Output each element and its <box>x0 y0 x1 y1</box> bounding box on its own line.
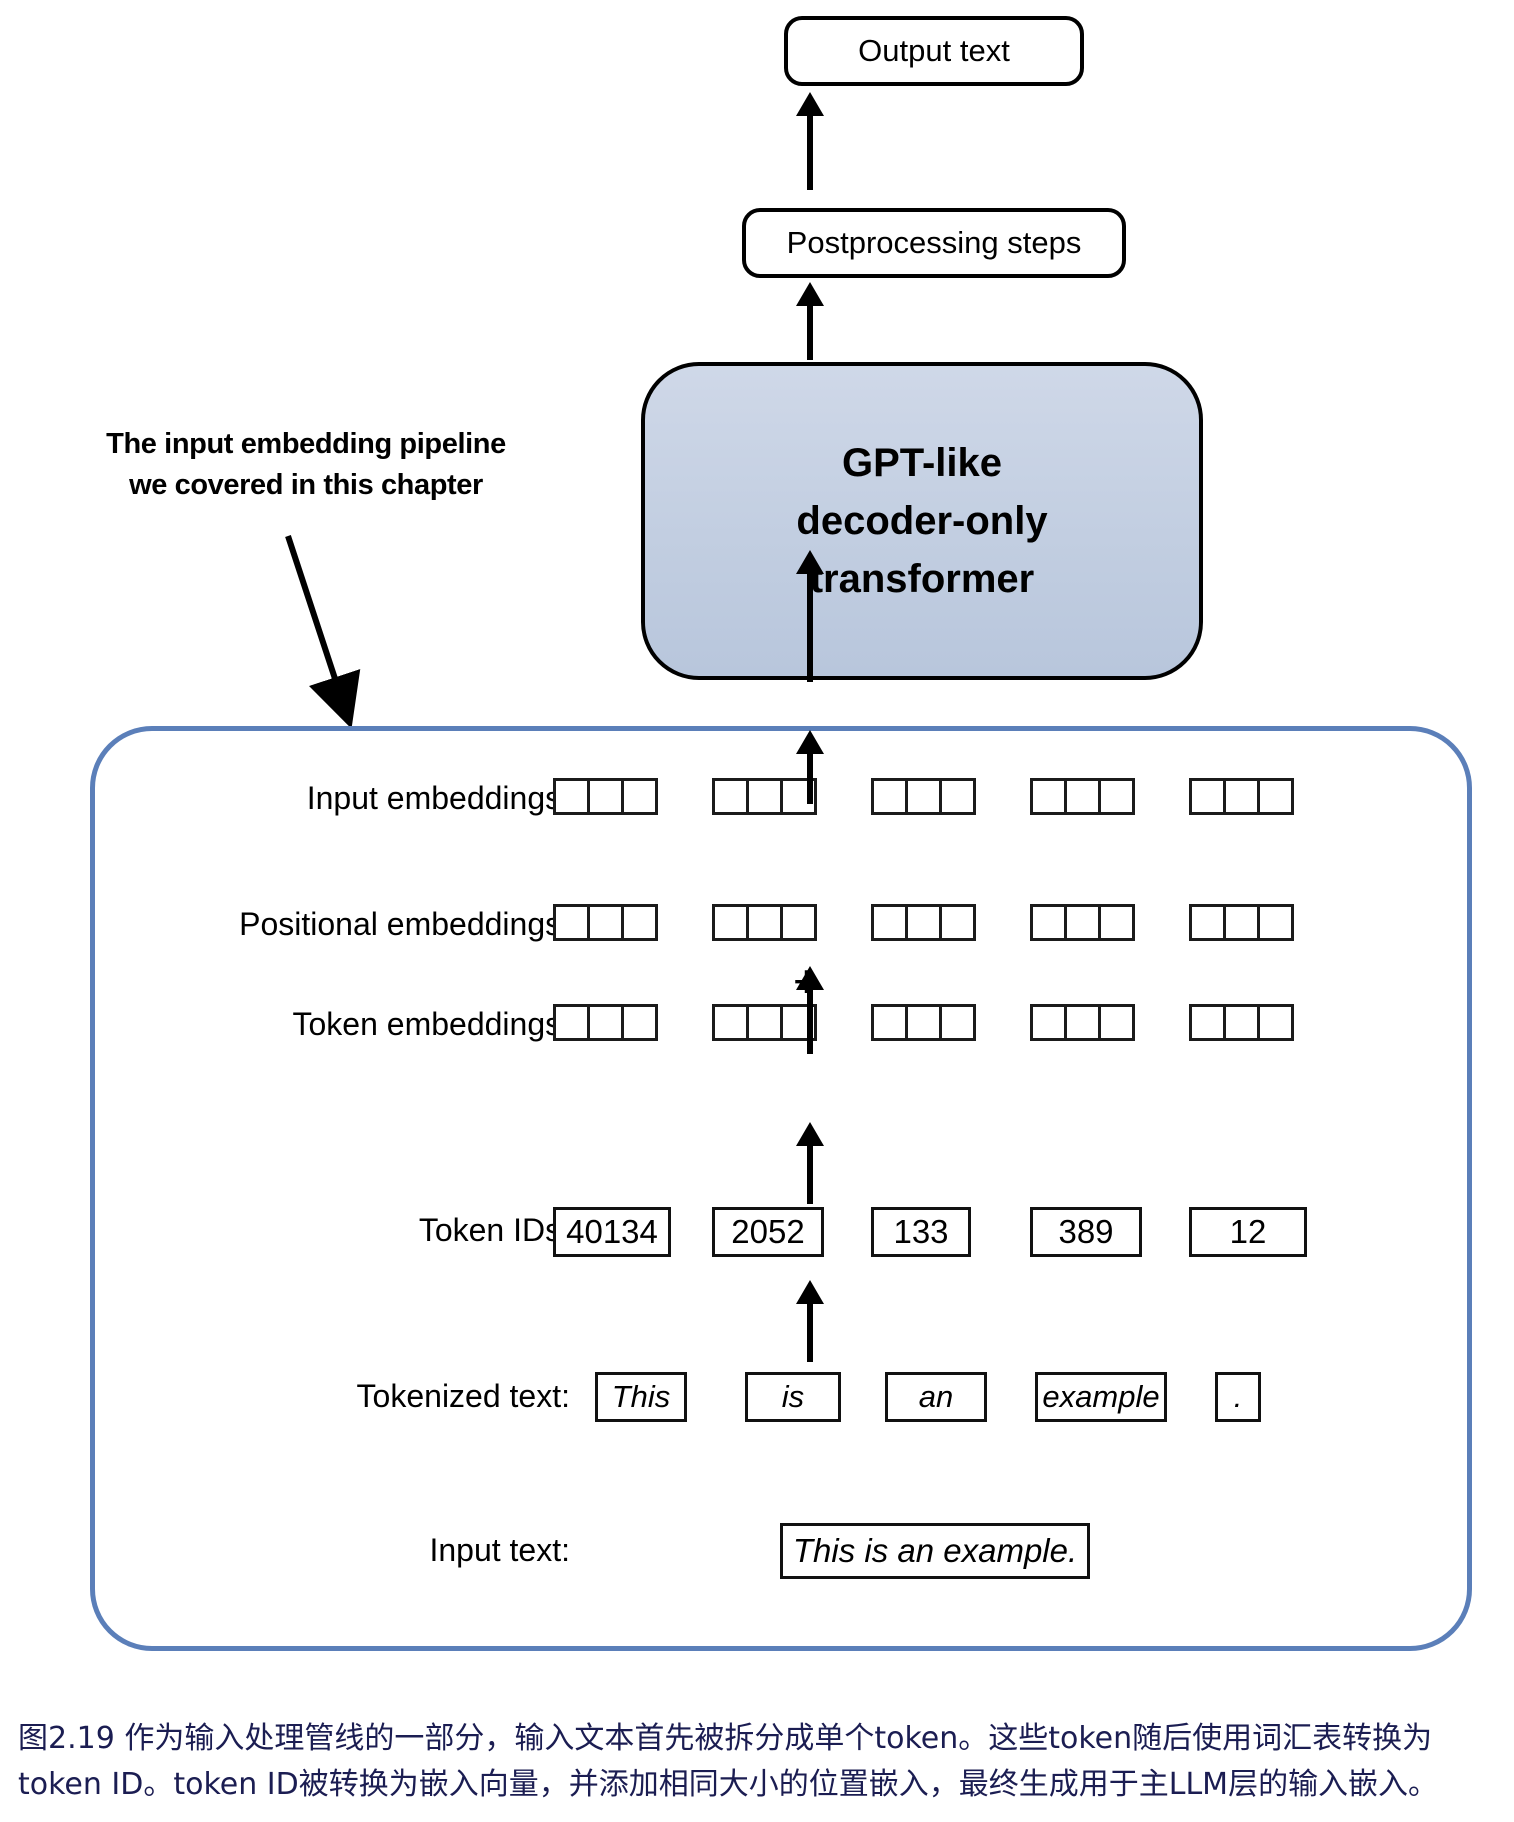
embedding-cell <box>1223 778 1260 815</box>
embedding-cell <box>1189 778 1226 815</box>
row-label-input-text: Input text: <box>429 1532 570 1568</box>
annotation-line-2: we covered in this chapter <box>129 469 483 502</box>
token-box: This <box>595 1372 687 1422</box>
caption-line-1: 图2.19 作为输入处理管线的一部分，输入文本首先被拆分成单个token。这些t… <box>18 1721 1433 1756</box>
caption-line-2: token ID。token ID被转换为嵌入向量，并添加相同大小的位置嵌入，最… <box>18 1766 1439 1802</box>
token-box: is <box>745 1372 841 1422</box>
embedding-cell <box>1257 904 1294 941</box>
embedding-cell <box>621 1004 658 1041</box>
embedding-cell <box>1257 778 1294 815</box>
embedding-cell <box>746 904 783 941</box>
embedding-cell <box>1030 1004 1067 1041</box>
postprocessing-steps-label: Postprocessing steps <box>786 225 1082 260</box>
embedding-group <box>553 778 658 815</box>
embedding-cell <box>553 778 590 815</box>
embedding-cell <box>587 1004 624 1041</box>
embedding-cell <box>871 778 908 815</box>
embedding-group <box>1189 1004 1294 1041</box>
embedding-cell <box>746 778 783 815</box>
arrow-embeddings-to-model <box>807 570 813 682</box>
gpt-decoder-transformer-block: GPT-like decoder-only transformer <box>641 362 1203 680</box>
embedding-group <box>1030 1004 1135 1041</box>
embedding-group <box>712 904 817 941</box>
embedding-cell <box>553 1004 590 1041</box>
embedding-group <box>1030 904 1135 941</box>
figure-caption: 图2.19 作为输入处理管线的一部分，输入文本首先被拆分成单个token。这些t… <box>18 1716 1508 1807</box>
embedding-group <box>712 1004 817 1041</box>
token-id-box: 2052 <box>712 1207 824 1257</box>
embedding-cell <box>780 904 817 941</box>
embedding-group <box>1189 778 1294 815</box>
embedding-cell <box>746 1004 783 1041</box>
embedding-group <box>1030 778 1135 815</box>
embedding-cell <box>939 1004 976 1041</box>
embedding-cell <box>1064 904 1101 941</box>
embedding-group <box>1189 904 1294 941</box>
embedding-cell <box>1030 778 1067 815</box>
embedding-group <box>871 778 976 815</box>
embedding-group <box>553 1004 658 1041</box>
token-id-box: 389 <box>1030 1207 1142 1257</box>
embedding-group <box>871 1004 976 1041</box>
annotation-callout: The input embedding pipeline we covered … <box>86 424 526 506</box>
embedding-cell <box>1064 1004 1101 1041</box>
annotation-line-1: The input embedding pipeline <box>106 428 506 460</box>
output-text-label: Output text <box>858 33 1010 68</box>
postprocessing-steps-box: Postprocessing steps <box>742 208 1126 278</box>
row-label-positional-embeddings: Positional embeddings: <box>239 906 570 942</box>
input-embedding-pipeline-container <box>90 726 1472 1651</box>
embedding-cell <box>871 1004 908 1041</box>
model-block-line-3: transformer <box>809 557 1035 601</box>
embedding-cell <box>905 1004 942 1041</box>
token-box: example <box>1035 1372 1167 1422</box>
embedding-cell <box>587 778 624 815</box>
embedding-cell <box>712 904 749 941</box>
annotation-arrow-icon <box>285 535 361 729</box>
token-id-box: 12 <box>1189 1207 1307 1257</box>
token-id-box: 40134 <box>553 1207 671 1257</box>
embedding-cell <box>587 904 624 941</box>
output-text-box: Output text <box>784 16 1084 86</box>
embedding-cell <box>1098 1004 1135 1041</box>
embedding-cell <box>1223 904 1260 941</box>
embedding-cell <box>939 778 976 815</box>
embedding-cell <box>1189 904 1226 941</box>
embedding-group <box>871 904 976 941</box>
input-text-box: This is an example. <box>780 1523 1090 1579</box>
arrow-postprocessing-to-output <box>807 112 813 190</box>
embedding-group <box>553 904 658 941</box>
embedding-cell <box>1030 904 1067 941</box>
arrow-sum-to-input-embeddings <box>807 750 813 804</box>
token-box: an <box>885 1372 987 1422</box>
embedding-group <box>712 778 817 815</box>
embedding-cell <box>871 904 908 941</box>
model-block-line-2: decoder-only <box>796 499 1048 543</box>
embedding-cell <box>621 904 658 941</box>
embedding-cell <box>1257 1004 1294 1041</box>
row-label-token-ids: Token IDs: <box>418 1212 570 1248</box>
embedding-cell <box>1098 904 1135 941</box>
arrow-model-to-postprocessing <box>807 302 813 360</box>
row-label-input-embeddings: Input embeddings: <box>306 780 570 816</box>
embedding-cell <box>712 778 749 815</box>
embedding-cell <box>621 778 658 815</box>
row-label-tokenized-text: Tokenized text: <box>356 1378 570 1414</box>
embedding-cell <box>939 904 976 941</box>
embedding-cell <box>905 778 942 815</box>
row-label-token-embeddings: Token embeddings: <box>292 1006 570 1042</box>
arrow-token-ids-to-token-embeddings <box>807 986 813 1054</box>
embedding-cell <box>1189 1004 1226 1041</box>
model-block-line-1: GPT-like <box>841 441 1003 485</box>
embedding-cell <box>553 904 590 941</box>
embedding-cell <box>712 1004 749 1041</box>
embedding-cell <box>1064 778 1101 815</box>
arrow-tokenized-to-token-ids <box>807 1142 813 1204</box>
arrow-input-text-to-tokenized <box>807 1300 813 1362</box>
token-id-box: 133 <box>871 1207 971 1257</box>
embedding-cell <box>905 904 942 941</box>
embedding-cell <box>1223 1004 1260 1041</box>
token-box: . <box>1215 1372 1261 1422</box>
embedding-cell <box>1098 778 1135 815</box>
